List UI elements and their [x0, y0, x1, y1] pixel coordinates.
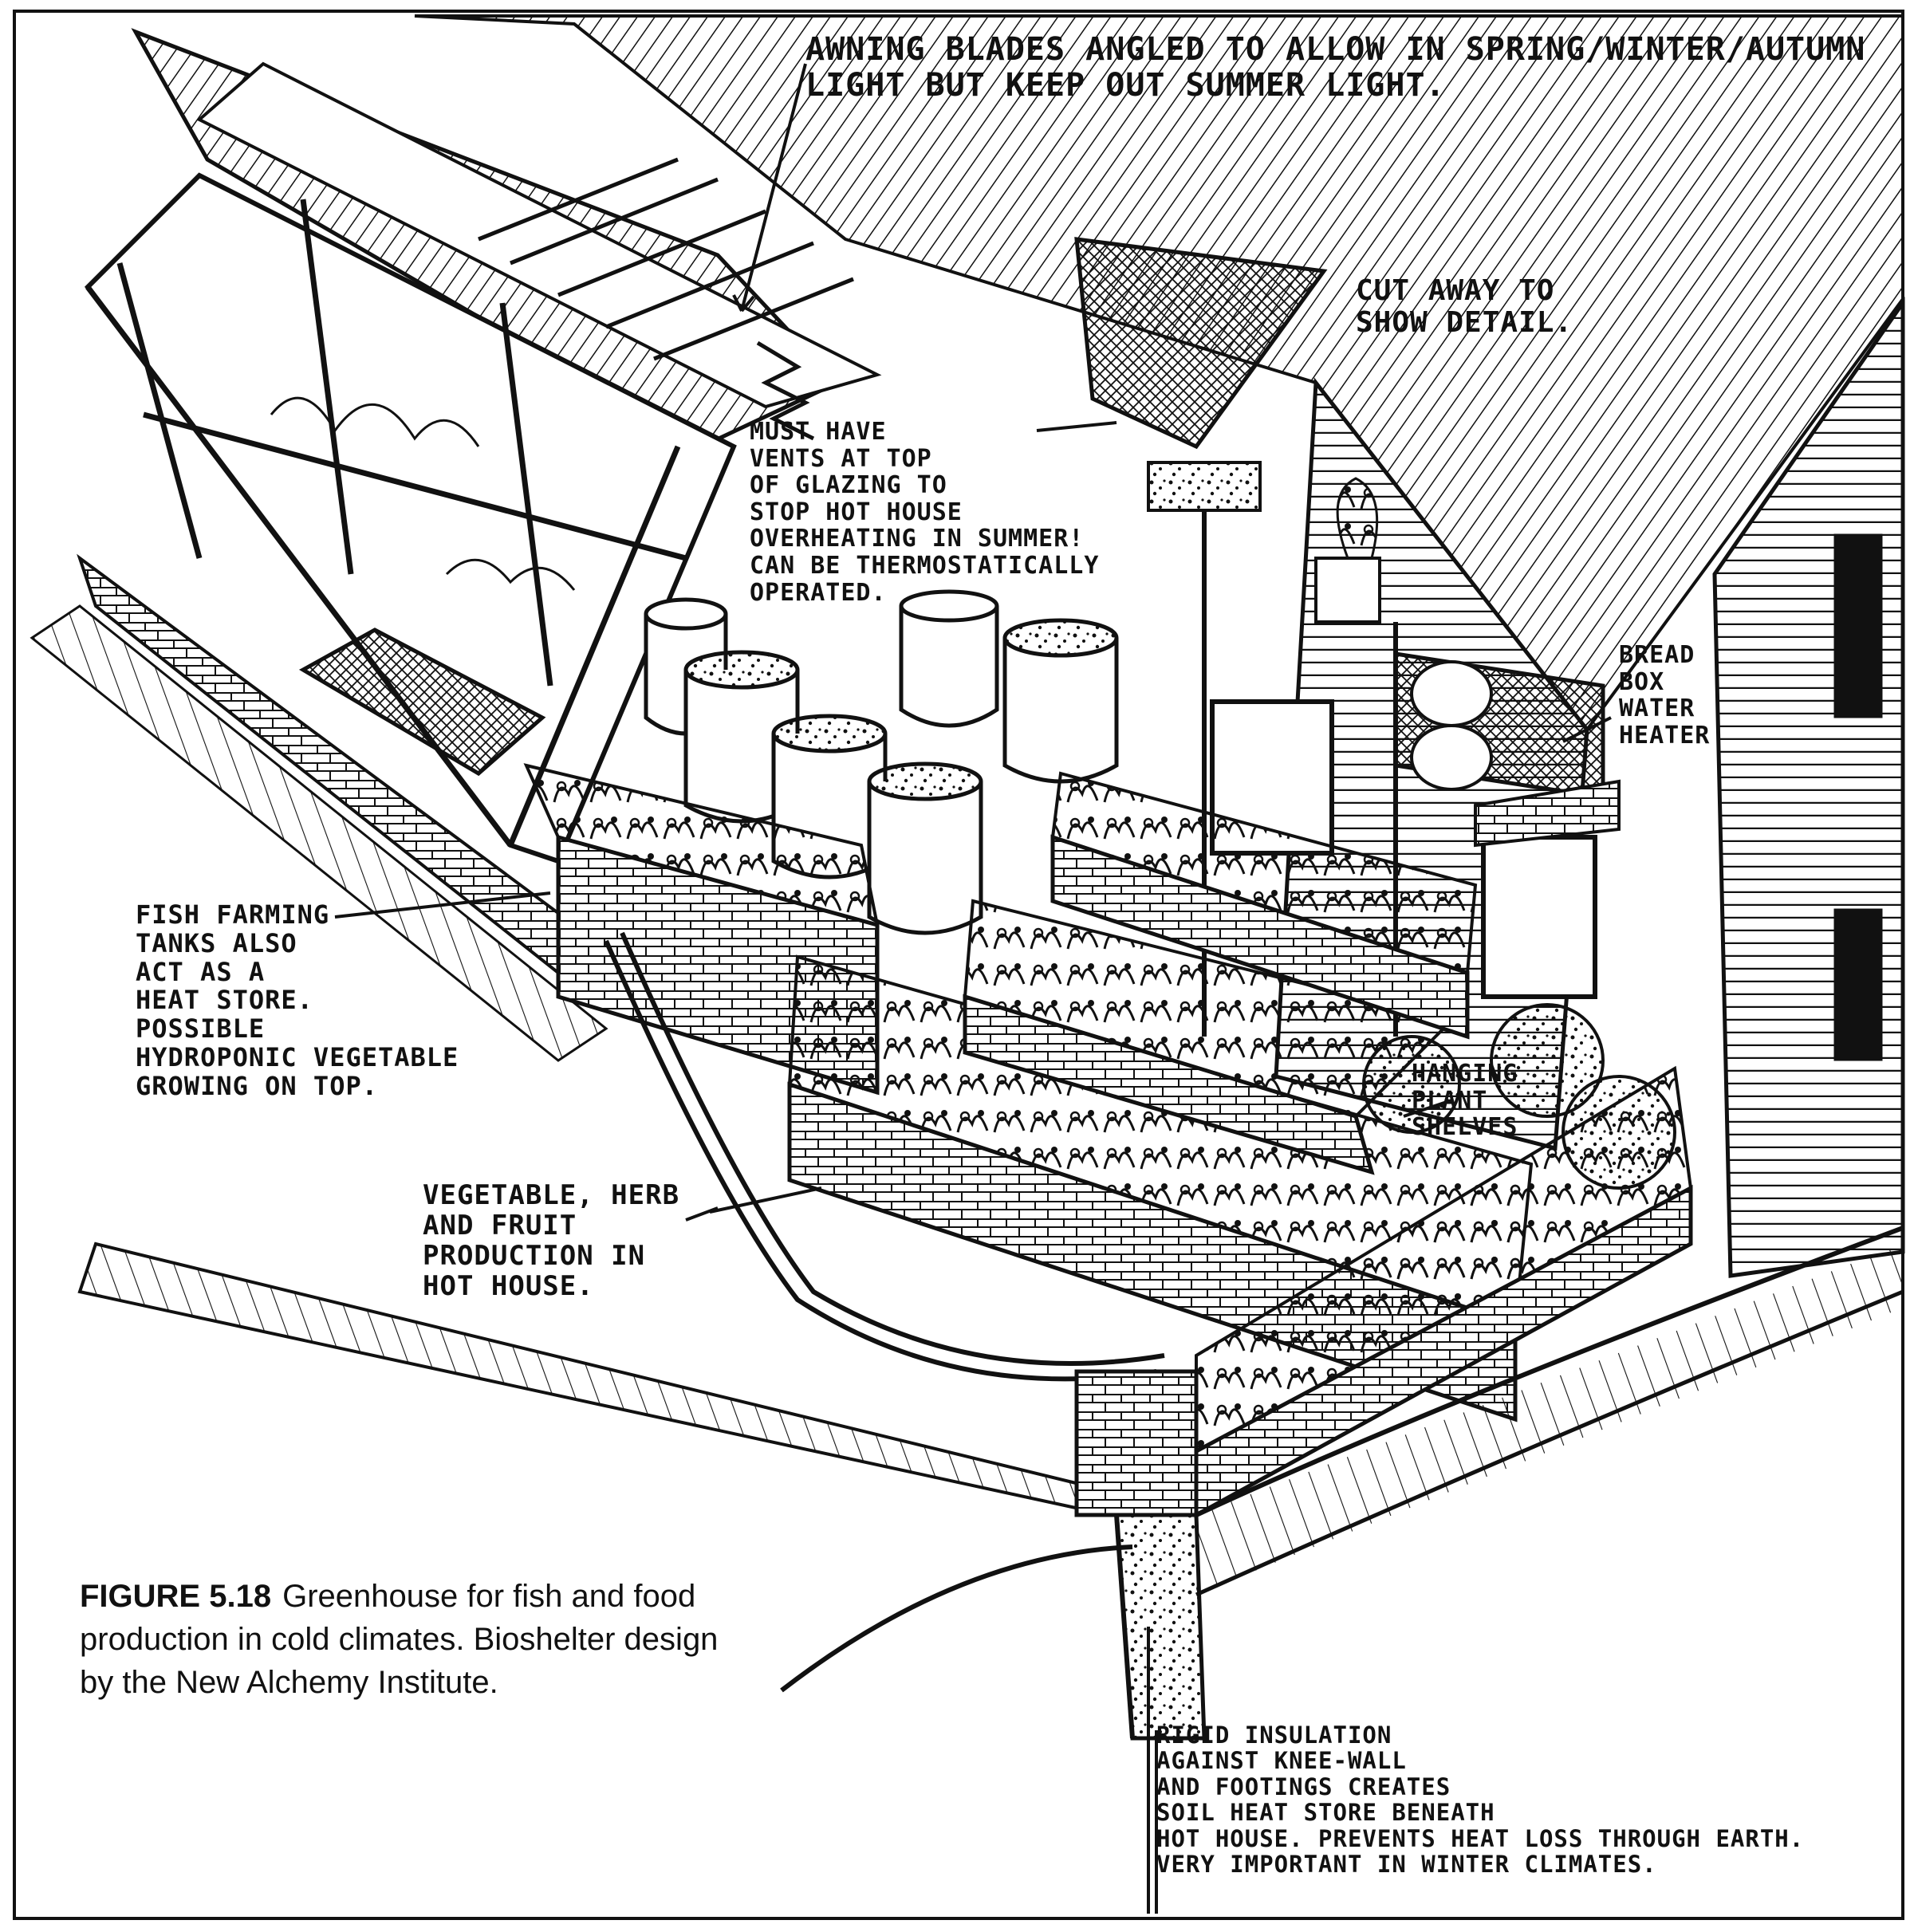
- vents-annotation: MUST HAVE VENTS AT TOP OF GLAZING TO STO…: [750, 418, 1100, 607]
- house-window-2: [1481, 835, 1597, 999]
- fish-tanks-annotation: FISH FARMING TANKS ALSO ACT AS A HEAT ST…: [136, 899, 459, 1101]
- cutaway-detail: [1074, 237, 1398, 1037]
- insulation-annotation: RIGID INSULATION AGAINST KNEE-WALL AND F…: [1156, 1721, 1805, 1879]
- bread-box-water-heater: [1393, 651, 1621, 848]
- vegetable-annotation: VEGETABLE, HERB AND FRUIT PRODUCTION IN …: [423, 1179, 680, 1303]
- greenhouse-roof-awning: [131, 28, 882, 449]
- bread-box-annotation: BREAD BOX WATER HEATER: [1619, 641, 1711, 750]
- footing-section: [77, 1226, 1904, 1741]
- awning-annotation: AWNING BLADES ANGLED TO ALLOW IN SPRING/…: [805, 31, 1866, 104]
- figure-caption-text: Greenhouse for fish and food production …: [80, 1579, 719, 1700]
- hose-line: [604, 931, 1165, 1382]
- planting-beds: [523, 763, 1693, 1519]
- figure-number: FIGURE 5.18: [80, 1579, 272, 1614]
- cutaway-annotation: CUT AWAY TO SHOW DETAIL.: [1356, 274, 1573, 340]
- leader-lines: [334, 63, 1612, 1914]
- hanging-shelves-annotation: HANGING PLANT SHELVES: [1412, 1060, 1518, 1142]
- fish-tanks: [644, 589, 1119, 935]
- greenhouse-glazing: [85, 172, 737, 864]
